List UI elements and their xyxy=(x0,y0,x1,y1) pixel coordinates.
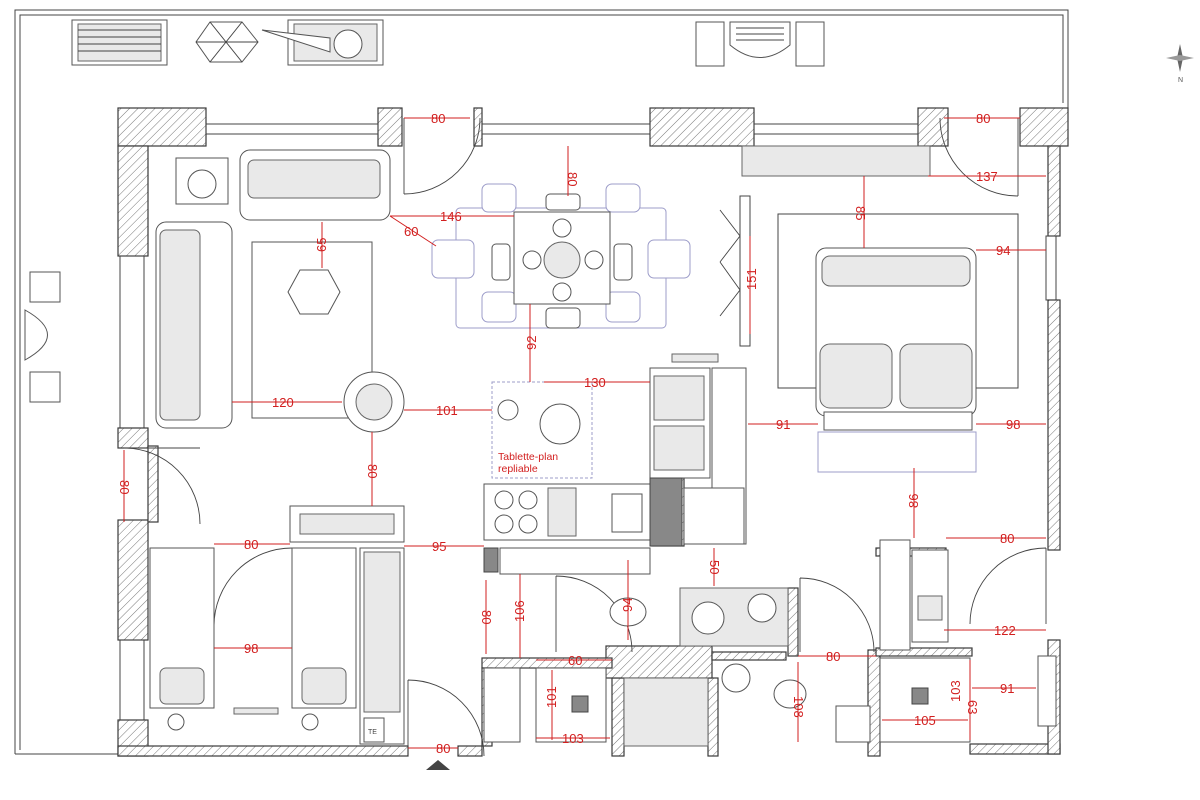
dimension-label: 80 xyxy=(1000,531,1014,546)
bathtub xyxy=(483,667,521,743)
radiator xyxy=(1037,655,1057,727)
dimension-labels: 80 80 80 137 146 60 65 85 94 151 92 130 … xyxy=(117,111,1020,756)
dimension-label: 80 xyxy=(436,741,450,756)
washbasin-icon xyxy=(721,663,751,693)
note-line-2: repliable xyxy=(498,463,538,475)
dimension-label: 80 xyxy=(479,610,494,624)
dining-area xyxy=(431,183,691,479)
dimension-label: 98 xyxy=(244,641,258,656)
corner-shower xyxy=(835,705,871,743)
shower-1 xyxy=(535,667,607,743)
dimension-label: 146 xyxy=(440,209,462,224)
dimension-label: 130 xyxy=(584,375,606,390)
dimension-label: 60 xyxy=(568,653,582,668)
dimension-label: 106 xyxy=(512,600,527,622)
folding-table-note: Tablette-plan repliable xyxy=(498,451,558,475)
centerpiece-icon xyxy=(543,241,581,279)
dimension-label: 80 xyxy=(244,537,258,552)
dimension-label: 86 xyxy=(906,494,921,508)
storage-shelves xyxy=(879,539,911,651)
dimension-label: 137 xyxy=(976,169,998,184)
person-icon xyxy=(333,29,363,59)
dimension-label: 122 xyxy=(994,623,1016,638)
dimension-label: 91 xyxy=(1000,681,1014,696)
dimension-label: 95 xyxy=(432,539,446,554)
lamp-icon xyxy=(187,169,217,199)
dimension-label: 103 xyxy=(562,731,584,746)
person-icon xyxy=(539,403,581,445)
dimension-label: 60 xyxy=(404,224,418,239)
dimension-label: 50 xyxy=(707,560,722,574)
dimension-label: 80 xyxy=(365,464,380,478)
kitchen xyxy=(483,353,747,575)
dimension-lines xyxy=(123,117,1046,749)
note-line-1: Tablette-plan xyxy=(498,451,558,463)
dimension-label: 91 xyxy=(776,417,790,432)
dimension-label: 120 xyxy=(272,395,294,410)
dimension-label: 63 xyxy=(965,700,980,714)
dimension-label: 80 xyxy=(431,111,445,126)
sink-icon xyxy=(611,493,643,533)
dimension-label: 103 xyxy=(948,680,963,702)
master-bedroom xyxy=(741,145,1019,473)
dimension-label: 94 xyxy=(996,243,1010,258)
dimension-label: 80 xyxy=(826,649,840,664)
dimension-label: 65 xyxy=(314,238,329,252)
dimension-label: 80 xyxy=(976,111,990,126)
dimension-label: 85 xyxy=(853,206,868,220)
umbrella-side-icon xyxy=(24,309,48,361)
dimension-label: 101 xyxy=(436,403,458,418)
dimension-label: 94 xyxy=(620,598,635,612)
coffee-table-icon xyxy=(287,269,341,315)
dimension-label: 105 xyxy=(914,713,936,728)
dimension-label: 92 xyxy=(524,336,539,350)
wardrobe xyxy=(741,145,931,177)
north-arrow-icon: N xyxy=(1166,44,1194,84)
doors xyxy=(123,117,1047,757)
entry-arrow-icon xyxy=(426,760,450,770)
bathrooms xyxy=(483,539,1057,747)
north-label: N xyxy=(1178,77,1183,84)
dimension-label: 101 xyxy=(544,686,559,708)
dimension-label: 80 xyxy=(117,480,132,494)
equipment-label: TE xyxy=(368,729,377,736)
dimension-label: 151 xyxy=(744,268,759,290)
living-room xyxy=(155,149,405,433)
bench xyxy=(823,411,973,431)
dimension-label: 108 xyxy=(791,696,806,718)
dimension-label: 98 xyxy=(1006,417,1020,432)
kids-room: TE xyxy=(149,505,405,745)
terrace-furniture xyxy=(24,19,825,403)
dimension-label: 80 xyxy=(565,172,580,186)
